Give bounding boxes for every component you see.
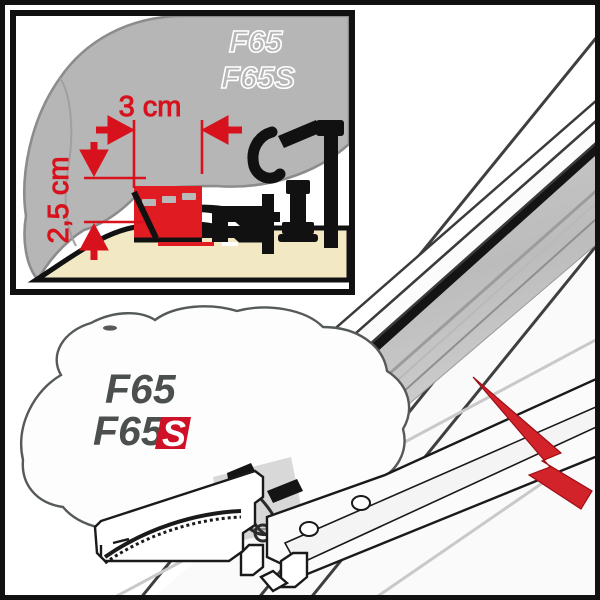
installation-point-arrow [472, 376, 593, 510]
main-logo-s-label: S [162, 413, 186, 454]
inset-detail-svg: F65 F65S [16, 16, 349, 289]
wall-adapter-plate [265, 378, 595, 577]
mounting-hole [299, 521, 319, 537]
main-logo-s-badge: S [155, 413, 191, 454]
dim-label-horizontal: 3 cm [119, 91, 182, 123]
main-logo-line2: F65 [93, 408, 165, 454]
inset-detail-panel: F65 F65S [10, 10, 355, 295]
inset-logo-line1: F65 [229, 24, 283, 59]
inset-canopy-shape [23, 16, 349, 283]
main-logo-group: F65 F65 S [93, 366, 191, 454]
mounting-hole [351, 495, 371, 511]
bracket-tabs [239, 543, 309, 593]
inset-highlight-dashes [142, 193, 196, 206]
canopy-seam-mark [103, 325, 117, 331]
inset-logo-group: F65 F65S [220, 23, 296, 96]
gasket-toothed-band [103, 509, 242, 565]
dim-label-vertical: 2,5 cm [43, 156, 75, 243]
dimension-annotations: 3 cm 2,5 cm [43, 91, 242, 260]
inset-highlight-box [131, 186, 238, 246]
main-logo-line1: F65 [105, 366, 177, 412]
inset-logo-line2: F65S [221, 60, 295, 95]
